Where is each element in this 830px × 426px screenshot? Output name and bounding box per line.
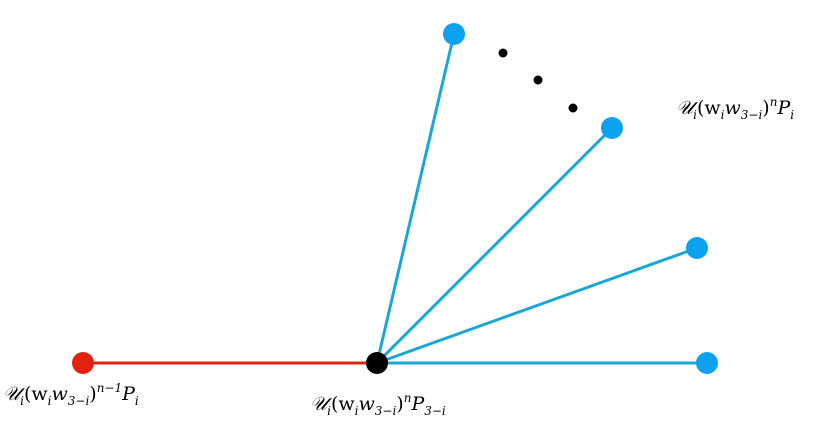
ellipsis-dot	[533, 75, 543, 85]
edges-layer	[83, 33, 707, 365]
edge-center-to-fan-1	[375, 33, 456, 364]
ellipsis-dots	[498, 48, 578, 113]
node-fan-3	[686, 237, 708, 259]
ellipsis-dot	[498, 48, 508, 58]
node-fan-4	[696, 352, 718, 374]
node-left	[72, 352, 94, 374]
edge-center-to-fan-3	[376, 246, 698, 365]
node-center	[366, 352, 388, 374]
edge-center-to-fan-2	[375, 126, 614, 365]
left-node-label: 𝒰i(wiw3−i)n−1Pi	[3, 381, 139, 408]
ellipsis-dot	[568, 103, 578, 113]
center-node-label: 𝒰i(wiw3−i)nP3−i	[310, 391, 446, 418]
fan-nodes-label: 𝒰i(wiw3−i)nPi	[676, 95, 794, 122]
node-fan-1	[443, 23, 465, 45]
nodes-layer	[72, 23, 718, 374]
node-fan-2	[601, 117, 623, 139]
